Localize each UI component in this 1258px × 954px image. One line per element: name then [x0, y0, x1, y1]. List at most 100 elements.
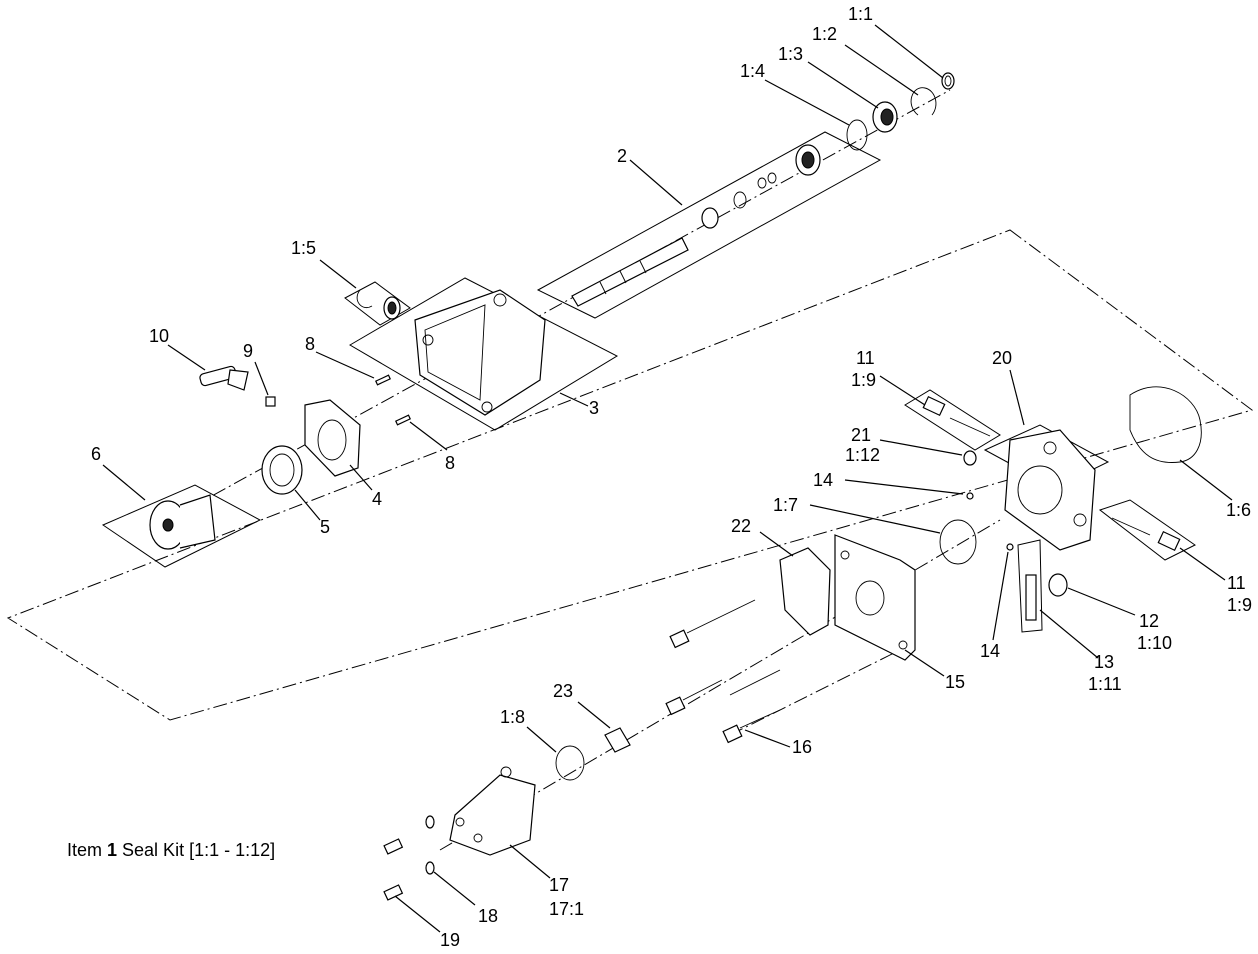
callout-1-5: 1:5	[291, 238, 316, 258]
callout-6: 6	[91, 444, 101, 464]
part-11-lower-box	[1098, 499, 1196, 561]
part-6-box	[101, 484, 262, 568]
callout-1-8: 1:8	[500, 707, 525, 727]
callout-9: 9	[243, 341, 253, 361]
callout-8-upper: 8	[305, 334, 315, 354]
leader-20	[1009, 369, 1025, 426]
part-3-housing	[414, 289, 546, 416]
leader-9	[254, 361, 269, 396]
part-10-lever	[199, 365, 249, 391]
callout-1-9-upper: 1:9	[851, 370, 876, 390]
part-19-screw-upper	[383, 838, 404, 855]
callout-10: 10	[149, 326, 169, 346]
callout-1-10: 1:10	[1137, 633, 1172, 653]
leader-5	[294, 489, 321, 521]
callout-11-upper: 11	[856, 348, 875, 368]
leader-19	[394, 895, 441, 933]
note-item-number: 1	[107, 840, 118, 860]
leader-14b	[992, 551, 1009, 641]
callout-1-7: 1:7	[773, 495, 798, 515]
callout-1-11: 1:11	[1088, 674, 1122, 694]
leader-6	[102, 464, 146, 501]
leader-1-3	[807, 61, 879, 109]
callout-15: 15	[945, 672, 965, 692]
leader-11b	[1179, 547, 1226, 581]
leader-2	[629, 159, 683, 206]
part-14-upper	[966, 492, 974, 500]
part-11-upper-cartridge	[922, 395, 991, 437]
leader-1-7	[809, 504, 941, 534]
part-20-valve-block	[1004, 429, 1096, 551]
part-17-gear-pump	[449, 766, 536, 856]
part-11-lower-cartridge	[1111, 517, 1181, 552]
part-21-plug	[963, 450, 977, 466]
leader-1-5	[319, 259, 357, 289]
callout-17: 17	[549, 875, 569, 895]
part-18-washer-lower	[425, 861, 435, 875]
part-4-end-cap	[304, 399, 361, 477]
part-1-5-seal	[356, 289, 401, 320]
seal-kit-note: Item 1 Seal Kit [1:1 - 1:12]	[67, 840, 275, 861]
part-8-pin-lower	[395, 414, 411, 426]
part-23-spacer	[604, 727, 631, 753]
part-1-3-seal	[872, 101, 898, 133]
callout-1-1: 1:1	[848, 4, 873, 24]
callout-23: 23	[553, 681, 573, 701]
callout-16: 16	[792, 737, 812, 757]
leader-8a	[315, 351, 375, 379]
callout-19: 19	[440, 930, 460, 950]
leader-1-8	[526, 726, 557, 753]
subassembly-boundary	[6, 229, 1254, 721]
callout-1-4: 1:4	[740, 61, 765, 81]
part-8-pin-upper	[375, 374, 391, 386]
note-text: Seal Kit [1:1 - 1:12]	[117, 840, 276, 860]
part-1-7-o-ring	[939, 519, 977, 565]
part-1-2-snap-ring	[910, 87, 937, 116]
part-13-box	[1017, 539, 1043, 633]
bolt-pump	[665, 679, 723, 716]
leader-1-2	[844, 44, 919, 96]
callout-21: 21	[851, 425, 871, 445]
part-9-key	[265, 396, 276, 407]
leader-3	[559, 392, 589, 407]
leader-13	[1039, 609, 1099, 659]
part-13-valve	[1025, 574, 1037, 621]
part-11-upper-box	[904, 389, 1001, 451]
part-1-8-o-ring	[555, 745, 585, 781]
callout-13: 13	[1094, 652, 1114, 672]
part-16-bolt	[722, 709, 781, 744]
callout-4: 4	[372, 489, 382, 509]
callout-1-9-lower: 1:9	[1227, 595, 1252, 615]
callout-14-lower: 14	[980, 641, 1000, 661]
callout-1-2: 1:2	[812, 24, 837, 44]
leader-22	[759, 531, 794, 557]
leader-10	[167, 344, 206, 371]
callout-1-6: 1:6	[1226, 500, 1251, 520]
part-1-6-gasket	[1129, 386, 1202, 463]
leader-8b	[409, 421, 448, 451]
callout-20: 20	[992, 348, 1012, 368]
part-1-1-ring	[941, 72, 955, 90]
part-19-screw-lower	[383, 884, 404, 901]
part-12-plug	[1048, 573, 1068, 597]
bolt-middle	[729, 669, 781, 696]
callout-14-upper: 14	[813, 470, 833, 490]
callout-12: 12	[1139, 611, 1159, 631]
leader-16	[744, 729, 791, 748]
part-14-lower	[1006, 543, 1014, 551]
note-prefix: Item	[67, 840, 108, 860]
leader-17	[509, 844, 551, 879]
callout-11-lower: 11	[1227, 573, 1246, 593]
leader-11a	[879, 375, 926, 406]
part-1-4-o-ring	[846, 119, 868, 151]
part-1-5-box	[344, 281, 411, 326]
part-2-shaft-assembly	[571, 144, 821, 307]
bolt-upper	[669, 599, 756, 649]
leader-12	[1067, 587, 1136, 616]
part-22-bracket	[779, 547, 831, 636]
callout-8-lower: 8	[445, 453, 455, 473]
leader-18	[433, 871, 476, 906]
part-2-box	[536, 131, 882, 319]
leader-15	[904, 649, 945, 677]
